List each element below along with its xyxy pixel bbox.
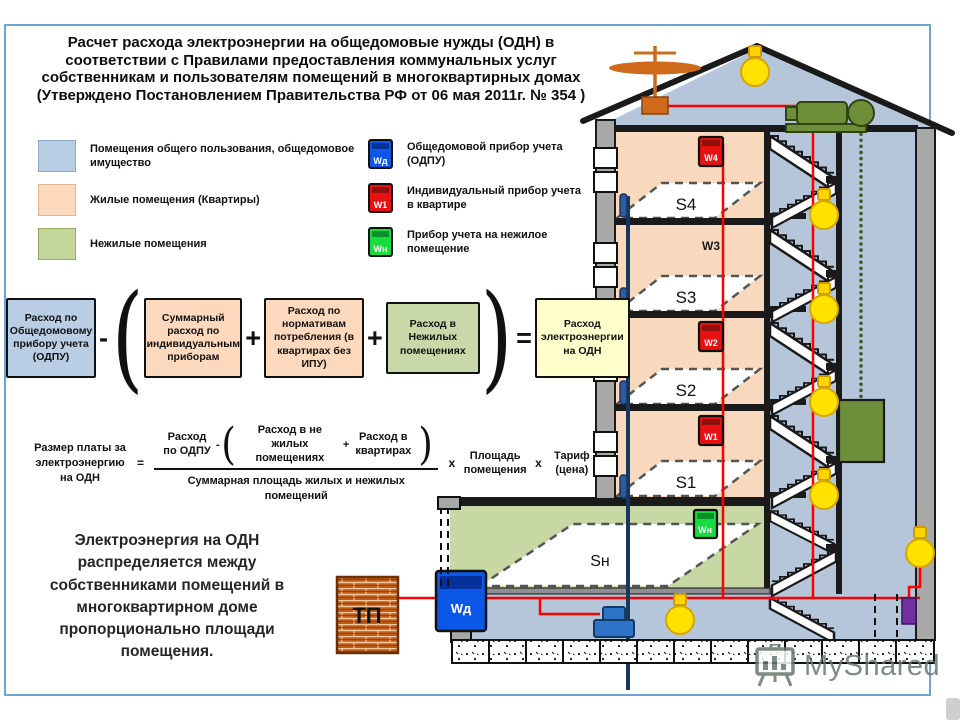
svg-text:ТП: ТП [352, 603, 381, 628]
legend-swatch-common [38, 140, 76, 172]
meter-w1: W1 [697, 414, 725, 447]
myshared-logo-icon [755, 644, 795, 687]
plus-operator: + [245, 322, 262, 353]
foundation [451, 639, 935, 664]
svg-text:W1: W1 [704, 432, 718, 442]
legend-label: Жилые помещения (Квартиры) [90, 193, 260, 206]
floor-label-s4: S4 [676, 195, 697, 214]
legend-label: Прибор учета на нежилое помещение [407, 228, 548, 255]
equals-operator: = [516, 322, 532, 353]
fraction: Расход по ОДПУ - ( Расход в не жилых пом… [154, 418, 439, 503]
floor-label-sn: Sн [590, 553, 610, 570]
num-term-apartments: Расход в квартирах [355, 430, 412, 457]
denominator: Суммарная площадь жилых и нежилых помеще… [187, 475, 405, 502]
floor-label-s1: S1 [676, 473, 697, 492]
pump [593, 606, 635, 638]
fraction-bar [154, 468, 439, 471]
minus-operator: - [99, 322, 108, 353]
substation-tp: ТП [335, 575, 400, 655]
legend-label: Нежилые помещения [90, 237, 207, 250]
floor-label-s2: S2 [676, 381, 697, 400]
roof [580, 43, 955, 136]
tv-antenna-icon [609, 46, 701, 115]
svg-text:Wн: Wн [698, 525, 712, 535]
open-paren: ( [111, 270, 144, 405]
factor-area: Площадь помещения [463, 450, 527, 477]
formula-term-individual: Суммарный расход по индивидуальным прибо… [144, 298, 243, 378]
payment-formula: Размер платы за электроэнергию на ОДН = … [28, 418, 597, 503]
legend-label: Индивидуальный прибор учета в квартире [407, 184, 582, 211]
legend-label: Помещения общего пользования, общедомово… [90, 142, 355, 169]
close-paren: ) [418, 418, 434, 470]
attic-space [600, 49, 933, 127]
svg-text:W4: W4 [704, 153, 718, 163]
scrollbar-stub[interactable] [946, 698, 960, 720]
formula-term-nonresidential: Расход в Нежилых помещениях [385, 302, 480, 374]
energy-formula: Расход по Общедомовому прибору учета (ОД… [6, 270, 630, 405]
plus-operator: + [367, 322, 383, 353]
elevator-cab [837, 398, 886, 464]
light-switch [901, 597, 917, 625]
plus-operator: + [342, 438, 350, 451]
meter-w4: W4 [697, 135, 725, 168]
minus-operator: - [216, 438, 220, 451]
formula-term-norms: Расход по нормативам потребления (в квар… [264, 298, 365, 378]
svg-text:Wд: Wд [451, 601, 472, 616]
slide-title: Расчет расхода электроэнергии на общедом… [36, 34, 586, 104]
main-meter-wd: Wд [434, 569, 488, 643]
times-operator: х [448, 456, 456, 471]
num-term-nonresidential: Расход в не жилых помещениях [255, 424, 325, 464]
legend-label: Общедомовой прибор учета (ОДПУ) [407, 140, 563, 167]
glass-wall-dashed [440, 507, 898, 640]
elevator-winch [785, 99, 875, 133]
distribution-note: Электроэнергия на ОДН распределяется меж… [49, 532, 285, 661]
legend-swatch-nonresidential [38, 228, 76, 260]
meter-wn: Wн [692, 508, 719, 540]
formula-term-odpu: Расход по Общедомовому прибору учета (ОД… [6, 298, 96, 378]
svg-text:W2: W2 [704, 338, 718, 348]
legend-swatch-residential [38, 184, 76, 216]
stairwell-left-wall [764, 128, 770, 588]
formula-result: Расход электроэнергии на ОДН [534, 298, 630, 378]
meter-w3-label: W3 [702, 239, 720, 253]
meter-icon-individual: W1 [368, 183, 393, 213]
meter-icon-nonresidential: Wн [368, 227, 393, 257]
payment-lhs: Размер платы за электроэнергию на ОДН [34, 442, 126, 484]
meter-icon-common: Wд [368, 139, 393, 169]
meter-w2: W2 [697, 320, 725, 353]
staircase [768, 134, 842, 645]
factor-tariff: Тариф (цена) [554, 450, 590, 477]
myshared-watermark[interactable]: MyShared [752, 644, 940, 688]
times-operator: х [535, 456, 542, 471]
open-paren: ( [220, 418, 236, 470]
extension-corner-post [437, 496, 461, 510]
electric-wiring [395, 104, 922, 616]
myshared-text: MyShared [804, 649, 941, 682]
floor-label-s3: S3 [676, 288, 697, 307]
close-paren: ) [480, 270, 513, 405]
num-term-odpu: Расход по ОДПУ [163, 430, 211, 457]
equals-operator: = [137, 456, 145, 471]
